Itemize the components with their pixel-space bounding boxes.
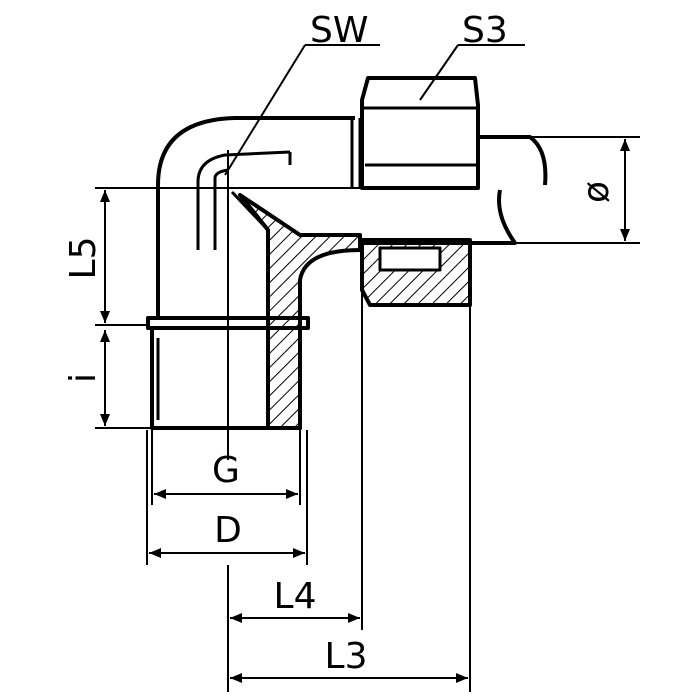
label-s3: S3	[462, 10, 508, 51]
label-l4: L4	[274, 576, 317, 617]
label-g: G	[212, 450, 240, 491]
extension-lines	[95, 44, 640, 692]
label-sw: SW	[310, 10, 368, 51]
label-l3: L3	[325, 636, 368, 677]
label-l5: L5	[63, 237, 104, 280]
label-d: D	[214, 510, 242, 551]
fitting-body	[146, 76, 548, 430]
label-i: i	[63, 373, 104, 383]
dimension-arrows	[100, 139, 630, 683]
label-diameter: ø	[576, 181, 617, 203]
